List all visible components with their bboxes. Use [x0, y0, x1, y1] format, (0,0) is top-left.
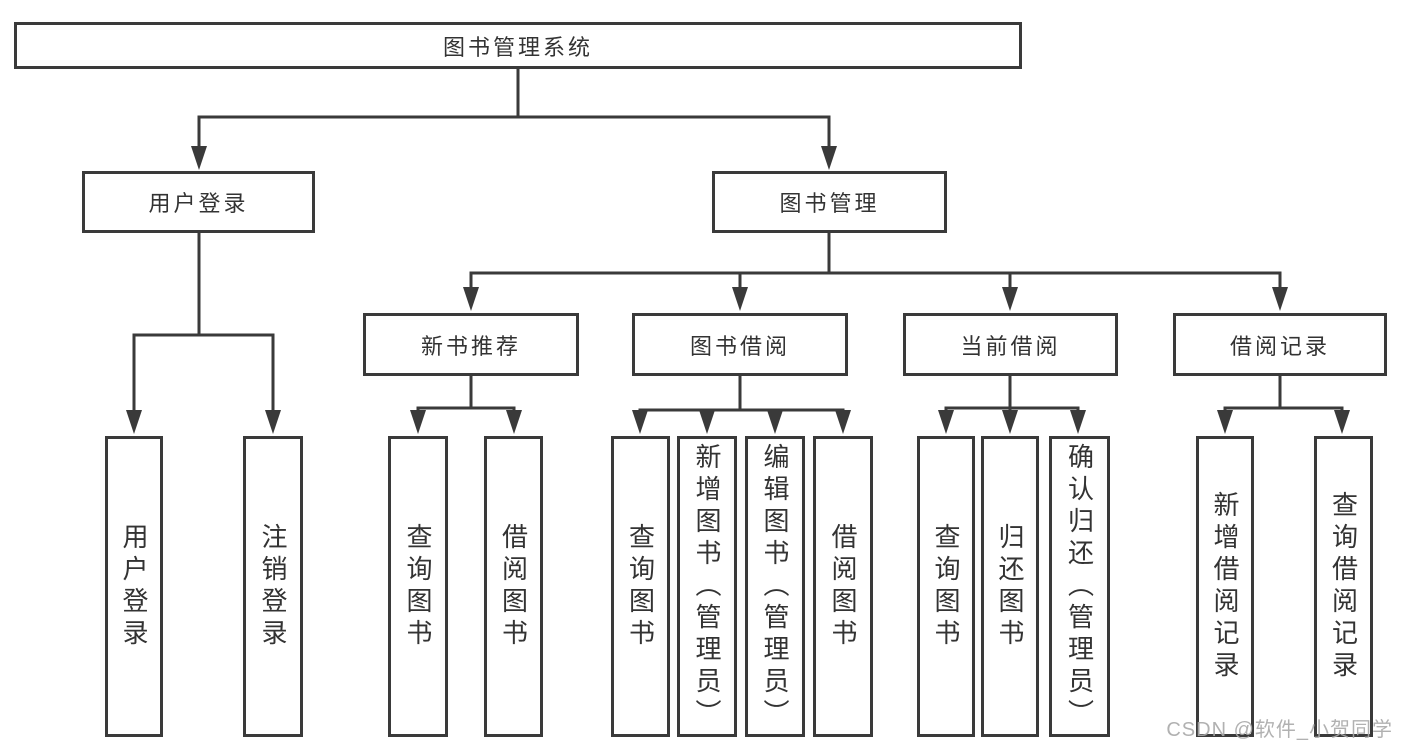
node-label: 确认归还（管理员） [1064, 442, 1095, 731]
leaf-edit-books-admin: 编辑图书（管理员） [745, 436, 805, 737]
arrowheads-level3 [463, 287, 1288, 311]
leaf-return-books: 归还图书 [981, 436, 1039, 737]
connector-user-login-children [132, 233, 275, 412]
leaf-query-borrow-record: 查询借阅记录 [1314, 436, 1373, 737]
node-label: 图书管理系统 [442, 34, 593, 60]
node-label: 注销登录 [258, 522, 288, 651]
node-label: 借阅图书 [498, 522, 529, 651]
connector-current-borrow-children [944, 376, 1080, 414]
node-label: 查询图书 [625, 522, 656, 651]
connector-book-borrow-children [638, 376, 845, 414]
node-new-book-recommend: 新书推荐 [363, 313, 579, 376]
arrowheads-book-borrow-children [632, 410, 851, 434]
node-user-login: 用户登录 [82, 171, 315, 233]
arrowheads-borrow-record-children [1217, 410, 1350, 434]
node-borrow-record: 借阅记录 [1173, 313, 1387, 376]
leaf-user-login: 用户登录 [105, 436, 163, 737]
node-book-management: 图书管理 [712, 171, 947, 233]
leaf-add-borrow-record: 新增借阅记录 [1196, 436, 1254, 737]
leaf-query-books-current: 查询图书 [917, 436, 975, 737]
leaf-confirm-return-admin: 确认归还（管理员） [1049, 436, 1110, 737]
connector-borrow-record-children [1223, 376, 1344, 414]
node-label: 归还图书 [995, 522, 1025, 651]
node-book-borrow: 图书借阅 [632, 313, 848, 376]
leaf-query-books-recommend: 查询图书 [388, 436, 448, 737]
node-label: 查询借阅记录 [1328, 490, 1359, 683]
node-label: 图书借阅 [689, 333, 790, 359]
leaf-borrow-books: 借阅图书 [813, 436, 873, 737]
arrowheads-current-borrow-children [938, 410, 1086, 434]
node-label: 新书推荐 [420, 333, 521, 359]
leaf-query-books-borrow: 查询图书 [611, 436, 670, 737]
leaf-borrow-books-recommend: 借阅图书 [484, 436, 543, 737]
node-root-system: 图书管理系统 [14, 22, 1022, 69]
leaf-logout: 注销登录 [243, 436, 303, 737]
node-label: 借阅记录 [1229, 333, 1330, 359]
node-label: 当前借阅 [960, 333, 1061, 359]
node-label: 用户登录 [119, 522, 149, 651]
arrowheads-level2 [191, 146, 837, 170]
node-label: 借阅图书 [828, 522, 858, 651]
node-label: 查询图书 [403, 522, 433, 651]
node-label: 编辑图书（管理员） [760, 442, 790, 731]
node-label: 新增图书（管理员） [692, 442, 722, 731]
leaf-add-books-admin: 新增图书（管理员） [677, 436, 737, 737]
node-label: 图书管理 [779, 191, 880, 216]
arrowheads-user-login-children [126, 410, 281, 434]
connector-new-book-children [416, 376, 516, 414]
node-label: 新增借阅记录 [1210, 490, 1240, 683]
node-current-borrow: 当前借阅 [903, 313, 1118, 376]
node-label: 用户登录 [148, 191, 249, 216]
connector-book-mgmt-to-level3 [469, 233, 1282, 290]
arrowheads-new-book-children [410, 410, 522, 434]
csdn-watermark: CSDN @软件_小贺同学 [1166, 719, 1393, 741]
node-label: 查询图书 [931, 522, 961, 651]
connector-root-to-level2 [197, 68, 831, 150]
